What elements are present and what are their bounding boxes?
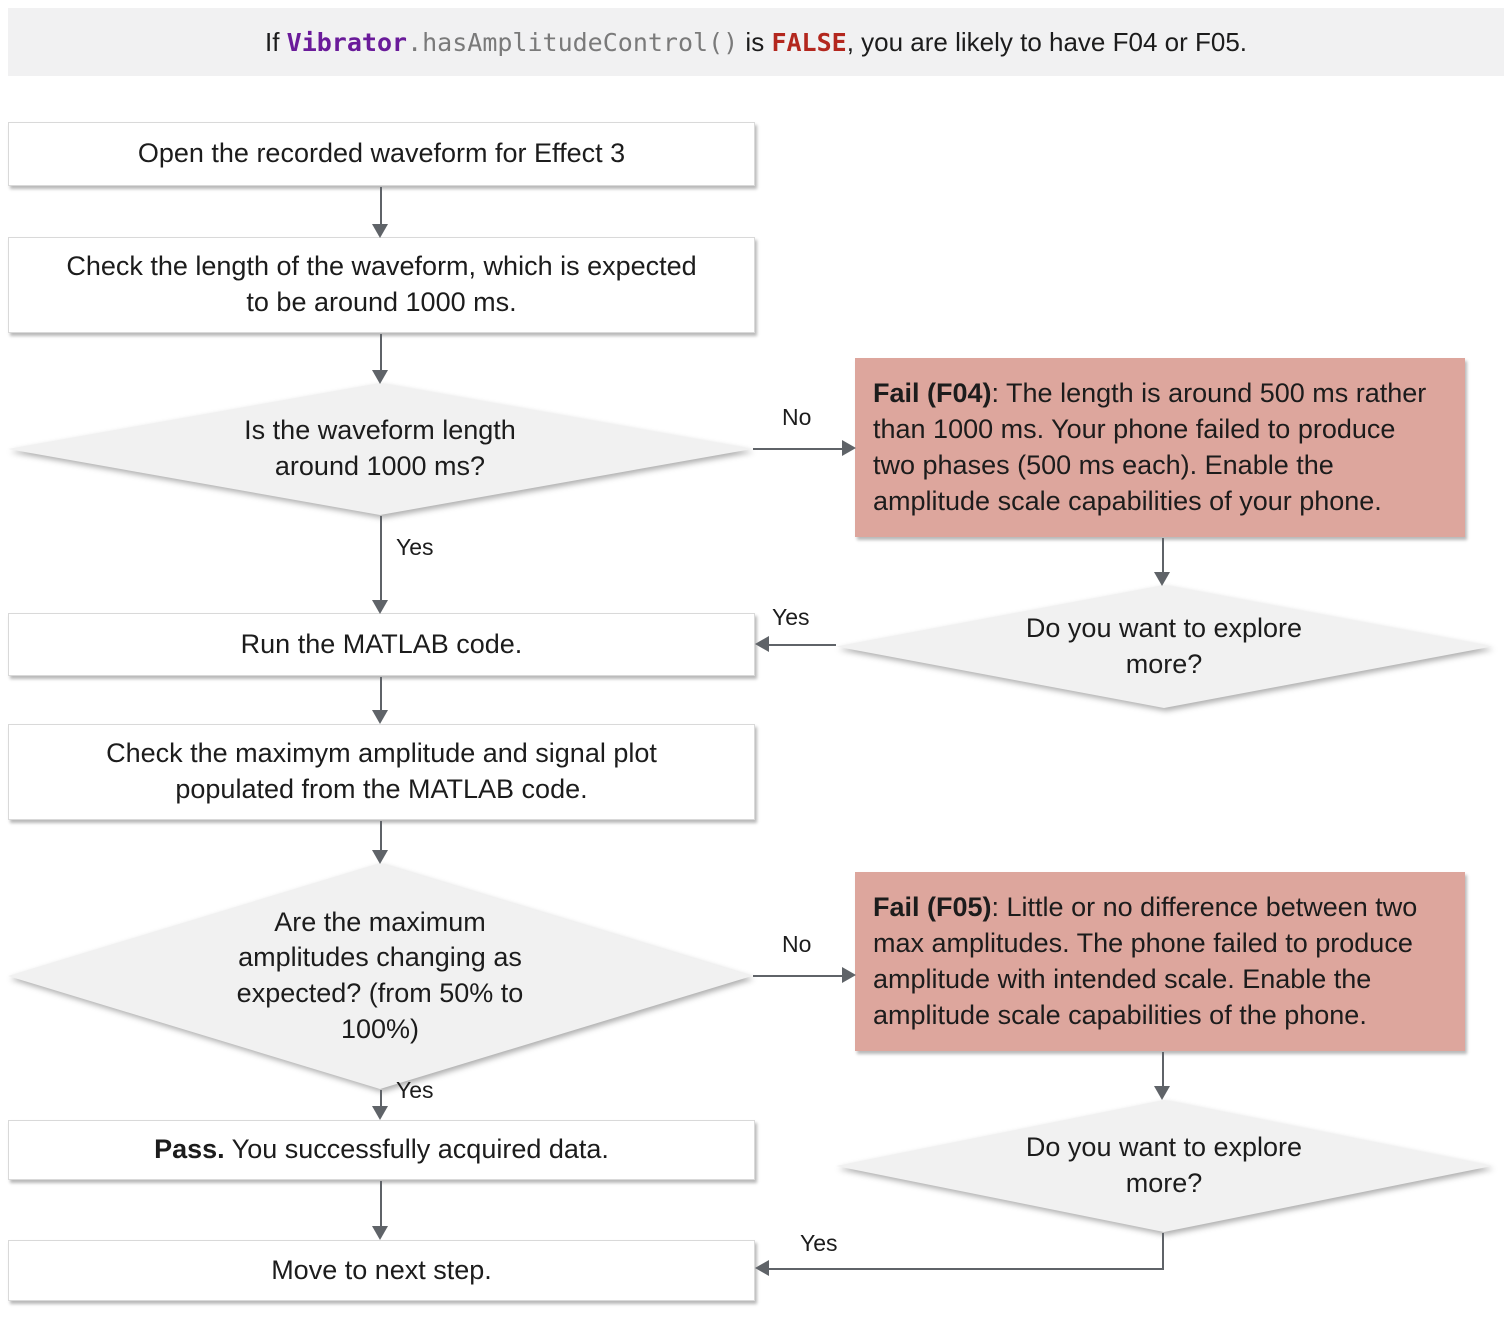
pass-body: You successfully acquired data. xyxy=(224,1134,609,1165)
node-open-waveform: Open the recorded waveform for Effect 3 xyxy=(8,122,755,186)
edge-open-to-checklength xyxy=(380,187,382,224)
label-no-decision1: No xyxy=(782,404,812,430)
edge-explore2-yes-horizontal xyxy=(769,1268,1164,1270)
arrowhead-down-icon xyxy=(1154,1086,1170,1100)
fail-f04-title: Fail (F04) xyxy=(873,378,992,408)
node-pass: Pass. You successfully acquired data. xyxy=(8,1120,755,1180)
edge-decision2-no xyxy=(753,975,842,977)
label-yes-explore2: Yes xyxy=(800,1230,838,1256)
node-pass-text: Pass. You successfully acquired data. xyxy=(154,1132,609,1168)
label-yes-decision2: Yes xyxy=(396,1077,434,1103)
banner-prefix: If xyxy=(264,26,287,57)
arrowhead-down-icon xyxy=(372,1106,388,1120)
decision-amplitudes-changing-text: Are the maximum amplitudes changing as e… xyxy=(236,906,524,1044)
arrowhead-down-icon xyxy=(372,600,388,614)
arrowhead-down-icon xyxy=(372,224,388,238)
edge-checklength-to-decision1 xyxy=(380,334,382,370)
edge-pass-to-move xyxy=(380,1181,382,1227)
arrowhead-left-icon xyxy=(755,636,769,652)
arrowhead-right-icon xyxy=(842,967,856,983)
decision-waveform-length-text: Is the waveform length around 1000 ms? xyxy=(244,415,516,481)
edge-decision2-yes xyxy=(380,1090,382,1108)
fail-f05-body: : Little or no difference between two ma… xyxy=(873,892,1418,1030)
banner-code-object: Vibrator xyxy=(286,27,408,57)
edge-decision1-no xyxy=(753,448,842,450)
node-check-amplitude-text: Check the maximym amplitude and signal p… xyxy=(106,738,657,804)
edge-decision1-yes xyxy=(380,516,382,600)
decision-amplitudes-changing: Are the maximum amplitudes changing as e… xyxy=(8,863,752,1089)
banner-suffix: , you are likely to have F04 or F05. xyxy=(846,26,1248,57)
arrowhead-down-icon xyxy=(372,850,388,864)
node-open-waveform-text: Open the recorded waveform for Effect 3 xyxy=(137,138,626,169)
node-check-length-text: Check the length of the waveform, which … xyxy=(66,251,697,317)
banner-code-false: FALSE xyxy=(771,27,847,57)
decision-explore-more-1-text: Do you want to explore more? xyxy=(1025,612,1303,679)
banner-code-method: .hasAmplitudeControl() xyxy=(407,27,739,57)
pass-title: Pass. xyxy=(154,1134,225,1165)
node-fail-f04: Fail (F04): The length is around 500 ms … xyxy=(855,358,1465,537)
node-move-next-text: Move to next step. xyxy=(271,1254,492,1285)
edge-explore2-yes-vertical xyxy=(1162,1233,1164,1270)
edge-f04-to-explore1 xyxy=(1162,538,1164,572)
label-yes-explore1: Yes xyxy=(772,604,810,630)
label-no-decision2: No xyxy=(782,931,812,957)
condition-banner: If Vibrator.hasAmplitudeControl() is FAL… xyxy=(8,8,1504,76)
label-yes-decision1: Yes xyxy=(396,534,434,560)
node-run-matlab: Run the MATLAB code. xyxy=(8,613,755,676)
edge-f05-to-explore2 xyxy=(1162,1052,1164,1087)
node-check-amplitude: Check the maximym amplitude and signal p… xyxy=(8,724,755,820)
arrowhead-down-icon xyxy=(372,710,388,724)
node-check-length: Check the length of the waveform, which … xyxy=(8,237,755,333)
arrowhead-down-icon xyxy=(372,1226,388,1240)
decision-explore-more-1: Do you want to explore more? xyxy=(836,585,1492,708)
node-run-matlab-text: Run the MATLAB code. xyxy=(240,628,523,659)
node-move-next: Move to next step. xyxy=(8,1240,755,1301)
edge-explore1-yes xyxy=(769,644,836,646)
arrowhead-down-icon xyxy=(372,370,388,384)
decision-waveform-length: Is the waveform length around 1000 ms? xyxy=(8,383,752,515)
decision-explore-more-2-text: Do you want to explore more? xyxy=(1025,1132,1303,1198)
edge-checkamp-to-decision2 xyxy=(380,821,382,850)
banner-connector: is xyxy=(738,26,772,57)
arrowhead-left-icon xyxy=(755,1260,769,1276)
arrowhead-right-icon xyxy=(842,440,856,456)
fail-f04-body: : The length is around 500 ms rather tha… xyxy=(873,378,1427,516)
edge-run-to-checkamp xyxy=(380,677,382,710)
decision-explore-more-2: Do you want to explore more? xyxy=(836,1100,1492,1232)
fail-f05-title: Fail (F05) xyxy=(873,892,992,922)
node-fail-f05: Fail (F05): Little or no difference betw… xyxy=(855,872,1465,1051)
arrowhead-down-icon xyxy=(1154,572,1170,586)
